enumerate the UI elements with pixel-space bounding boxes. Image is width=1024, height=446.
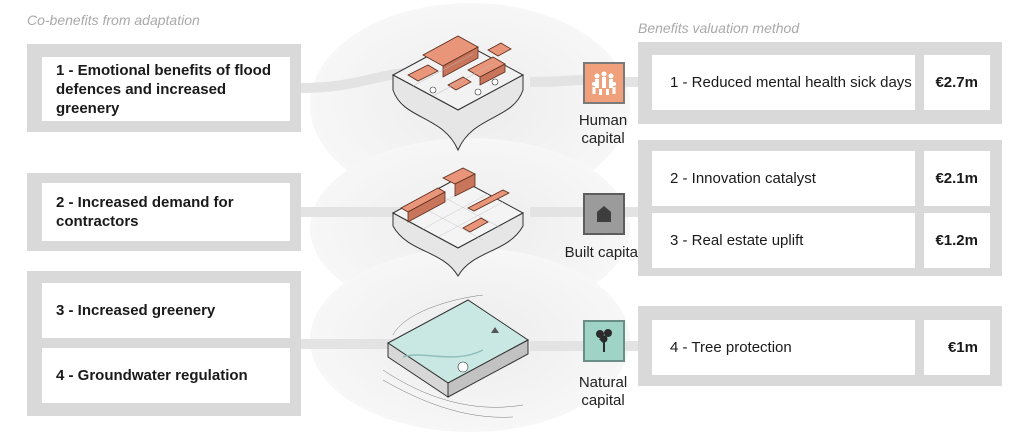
co-benefit-1: 1 - Emotional benefits of flood defences… (42, 57, 290, 121)
valuation-value-2: €2.1m (924, 151, 990, 206)
valuation-method-2: 2 - Innovation catalyst (652, 151, 915, 206)
urban-block-illustration-1 (391, 35, 525, 152)
right-section-title: Benefits valuation method (638, 20, 800, 36)
natural-capital-label: Natural capital (578, 374, 628, 409)
people-icon (583, 62, 625, 104)
valuation-value-4: €1m (924, 320, 990, 375)
built-capital-label: Built capital (564, 244, 642, 261)
natural-landscape-illustration (383, 295, 529, 418)
valuation-value-1: €2.7m (924, 55, 990, 110)
left-section-title: Co-benefits from adaptation (27, 12, 200, 28)
valuation-method-1: 1 - Reduced mental health sick days (652, 55, 915, 110)
human-capital-label: Human capital (578, 112, 628, 147)
valuation-method-3: 3 - Real estate uplift (652, 213, 915, 268)
valuation-value-3: €1.2m (924, 213, 990, 268)
urban-block-illustration-2 (391, 167, 525, 277)
valuation-method-4: 4 - Tree protection (652, 320, 915, 375)
co-benefit-4: 4 - Groundwater regulation (42, 348, 290, 403)
tree-icon (583, 320, 625, 362)
co-benefit-3: 3 - Increased greenery (42, 283, 290, 338)
house-icon (583, 193, 625, 235)
co-benefit-2: 2 - Increased demand for contractors (42, 183, 290, 241)
